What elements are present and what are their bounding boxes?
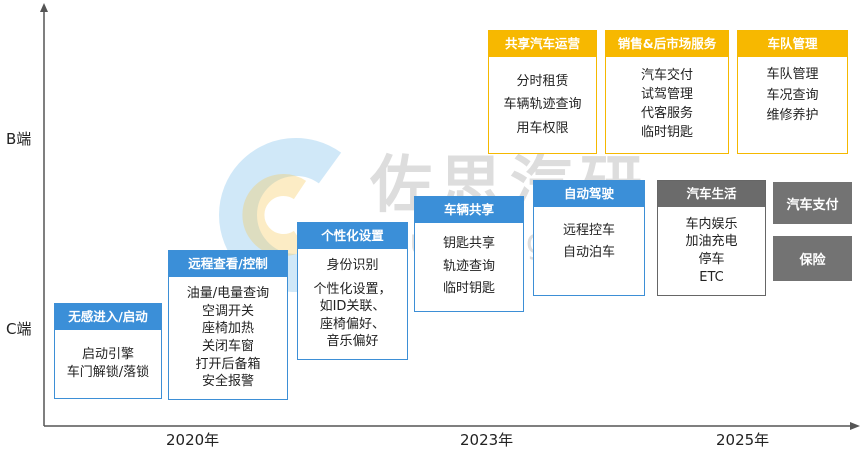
card-item: ETC [699,269,724,285]
card-item: 钥匙共享 [442,235,495,251]
card-item: 车队管理 [766,66,819,82]
card-title: 自动驾驶 [534,181,644,207]
card-item: 关闭车窗 [201,339,254,354]
y-label-b: B端 [6,130,32,148]
card-item: 启动引擎 [81,347,134,363]
card-item: 自动泊车 [562,245,615,260]
card-shared-car-operations: 共享汽车运营 分时租赁 车辆轨迹查询 用车权限 [488,30,597,154]
y-axis-arrow [40,3,48,12]
card-vehicle-sharing: 车辆共享 钥匙共享 轨迹查询 临时钥匙 [414,196,524,312]
card-autonomous-driving: 自动驾驶 远程控车 自动泊车 [533,180,645,296]
card-item: 车况查询 [766,87,819,103]
card-title: 共享汽车运营 [489,31,596,57]
card-title: 无感进入/启动 [55,304,161,330]
card-item: 如ID关联、 [319,299,386,315]
card-item: 音乐偏好 [326,334,379,350]
card-item: 车内娱乐 [685,216,738,232]
card-title: 销售&后市场服务 [606,31,728,57]
card-car-life: 汽车生活 车内娱乐 加油充电 停车 ETC [657,180,766,296]
card-title: 车辆共享 [415,197,523,223]
card-item: 试驾管理 [640,87,693,103]
x-axis-arrow [850,422,860,430]
card-item: 个性化设置， [313,281,392,297]
card-title: 汽车生活 [658,181,765,207]
card-item: 座椅加热 [201,321,254,337]
card-item: 汽车交付 [640,68,693,84]
card-item: 维修养护 [766,108,819,124]
card-item: 打开后备箱 [195,356,261,372]
card-item: 用车权限 [516,120,569,136]
card-item: 加油充电 [685,234,738,250]
card-item: 座椅偏好、 [319,316,385,332]
card-item: 临时钥匙 [640,124,693,140]
y-label-c: C端 [6,320,32,338]
x-label-2020: 2020年 [166,431,220,449]
card-item: 车辆轨迹查询 [503,97,582,113]
card-item: 远程控车 [562,222,615,238]
card-item: 空调开关 [201,303,254,319]
card-item: 停车 [698,252,725,267]
card-item: 车门解锁/落锁 [66,365,150,380]
card-item: 身份识别 [326,258,379,274]
card-keyless-entry: 无感进入/启动 启动引擎 车门解锁/落锁 [54,303,162,399]
card-title: 车队管理 [738,31,847,57]
card-item: 临时钥匙 [442,281,495,297]
card-personalization: 个性化设置 身份识别 个性化设置， 如ID关联、 座椅偏好、 音乐偏好 [297,222,408,360]
card-item: 分时租赁 [516,73,569,89]
card-item: 轨迹查询 [442,258,495,274]
x-label-2025: 2025年 [716,431,770,449]
card-title: 远程查看/控制 [169,251,287,277]
card-sales-aftermarket: 销售&后市场服务 汽车交付 试驾管理 代客服务 临时钥匙 [605,30,729,154]
card-item: 代客服务 [640,106,693,121]
card-title: 个性化设置 [298,223,407,249]
card-item: 安全报警 [201,374,254,390]
card-item: 油量/电量查询 [186,286,270,302]
card-remote-control: 远程查看/控制 油量/电量查询 空调开关 座椅加热 关闭车窗 打开后备箱 安全报… [168,250,288,400]
card-fleet-management: 车队管理 车队管理 车况查询 维修养护 [737,30,848,154]
x-label-2023: 2023年 [460,431,514,449]
pill-car-payment: 汽车支付 [773,182,852,224]
pill-insurance: 保险 [773,236,852,281]
